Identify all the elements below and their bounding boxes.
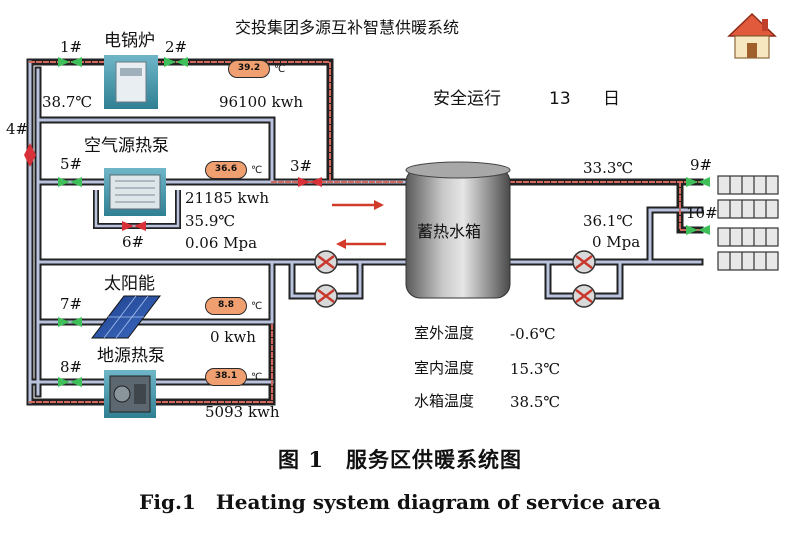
pump-right-upper[interactable] [572, 250, 596, 274]
outdoor-temp-label: 室外温度 [414, 324, 475, 342]
solar-energy: 0 kwh [210, 328, 256, 346]
valve-8-label: 8# [60, 358, 83, 376]
valve-9[interactable] [686, 177, 710, 187]
safe-run-days: 13 [549, 89, 571, 109]
pump-left-upper[interactable] [314, 250, 338, 274]
air-source-heat-pump-label: 空气源热泵 [84, 136, 169, 156]
safe-run-label: 安全运行 [433, 89, 501, 109]
valve-5[interactable] [58, 177, 82, 187]
valve-4[interactable] [24, 143, 36, 167]
valve-10-label: 10# [686, 204, 718, 222]
storage-tank-label: 蓄热水箱 [417, 222, 482, 241]
electric-boiler[interactable] [104, 55, 158, 109]
return-temp: 36.1℃ [583, 212, 634, 230]
valve-5-label: 5# [60, 155, 83, 173]
ashp-energy: 21185 kwh [185, 189, 270, 207]
ground-source-heat-pump-label: 地源热泵 [97, 346, 165, 366]
outdoor-temp-value: -0.6℃ [510, 325, 556, 343]
pump-left-lower[interactable] [314, 284, 338, 308]
pump-right-lower[interactable] [572, 284, 596, 308]
solar-label: 太阳能 [104, 274, 155, 294]
gshp-energy: 5093 kwh [205, 403, 280, 421]
ashp-pressure: 0.06 Mpa [185, 234, 258, 252]
valve-2[interactable] [164, 57, 188, 67]
indoor-temp-value: 15.3℃ [510, 360, 561, 378]
tank-temp-label: 水箱温度 [414, 392, 475, 410]
ashp-temp: 35.9℃ [185, 212, 236, 230]
valve-3-label: 3# [290, 157, 313, 175]
boiler-gauge-unit: ℃ [274, 64, 286, 75]
valve-4-label: 4# [6, 120, 29, 138]
boiler-inlet-temp: 38.7℃ [42, 93, 93, 111]
valve-7[interactable] [58, 317, 82, 327]
storage-tank[interactable] [405, 161, 511, 299]
valve-9-label: 9# [690, 156, 713, 174]
valve-7-label: 7# [60, 295, 83, 313]
system-diagram [24, 55, 779, 418]
gshp-temp-gauge: 38.1 [205, 368, 247, 386]
boiler-temp-gauge: 39.2 [228, 60, 270, 78]
indoor-temp-label: 室内温度 [414, 359, 475, 377]
electric-boiler-label: 电锅炉 [104, 31, 155, 51]
figure-caption-cn: 图 1 服务区供暖系统图 [278, 447, 522, 472]
valve-2-label: 2# [165, 38, 188, 56]
valve-6[interactable] [122, 221, 146, 231]
gshp-gauge-unit: ℃ [251, 372, 263, 383]
valve-1[interactable] [58, 57, 82, 67]
solar-panel[interactable] [90, 295, 162, 339]
valve-1-label: 1# [60, 38, 83, 56]
flow-arrows [332, 200, 386, 249]
valve-10[interactable] [686, 225, 710, 235]
valve-3[interactable] [298, 177, 322, 187]
return-pressure: 0 Mpa [592, 233, 641, 251]
ashp-temp-gauge: 36.6 [205, 161, 247, 179]
ground-source-heat-pump[interactable] [104, 370, 156, 418]
valve-8[interactable] [58, 377, 82, 387]
radiator-lower[interactable] [717, 227, 779, 271]
figure-caption-en: Fig.1 Heating system diagram of service … [139, 490, 661, 514]
air-source-heat-pump[interactable] [104, 168, 166, 216]
boiler-energy: 96100 kwh [219, 93, 304, 111]
valve-6-label: 6# [122, 233, 145, 251]
home-icon[interactable] [726, 10, 778, 62]
system-title: 交投集团多源互补智慧供暖系统 [235, 18, 460, 37]
radiator-upper[interactable] [717, 175, 779, 219]
solar-gauge-unit: ℃ [251, 301, 263, 312]
supply-temp: 33.3℃ [583, 159, 634, 177]
safe-run-unit: 日 [603, 89, 620, 109]
solar-temp-gauge: 8.8 [205, 297, 247, 315]
ashp-gauge-unit: ℃ [251, 165, 263, 176]
tank-temp-value: 38.5℃ [510, 393, 561, 411]
